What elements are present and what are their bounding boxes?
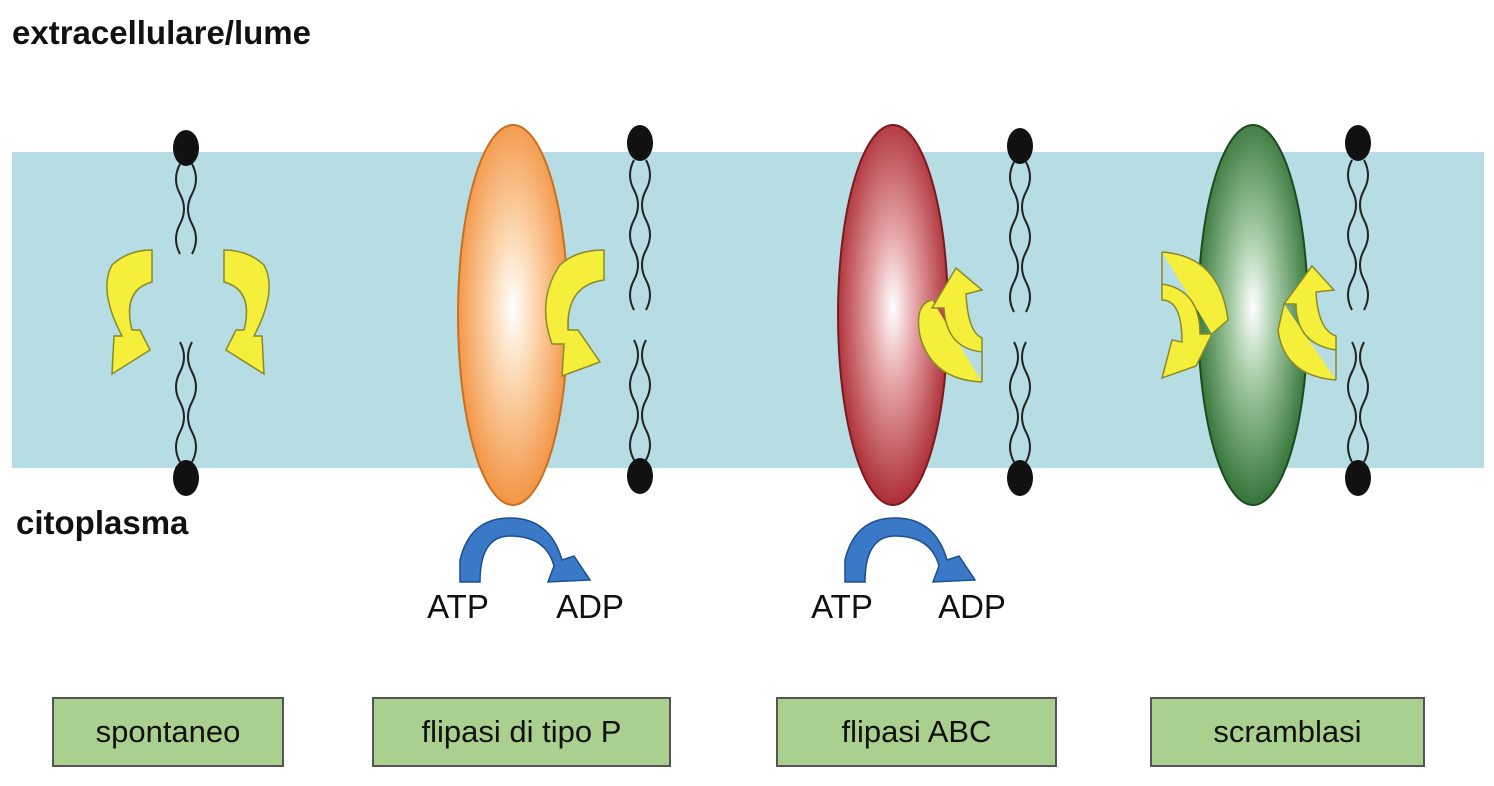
blue-arrow-atp <box>459 517 592 583</box>
lipid-bottom <box>173 341 199 496</box>
yellow-arrow-flip <box>544 249 605 378</box>
yellow-arrow-flop <box>917 266 984 383</box>
yellow-arrow-right <box>223 249 270 376</box>
lipid-top <box>173 130 199 255</box>
mechanism-box-abc-flippase: flipasi ABC <box>776 697 1057 767</box>
lipid-bottom <box>1345 341 1371 496</box>
lipid-top <box>1345 125 1371 311</box>
yellow-arrow-scramble-out <box>1277 264 1337 381</box>
lipid-top <box>627 125 653 311</box>
blue-arrow-atp <box>844 517 977 583</box>
mechanism-box-spontaneous: spontaneo <box>52 697 284 767</box>
atp-label: ATP <box>427 588 489 625</box>
mechanism-box-scramblase: scramblasi <box>1150 697 1425 767</box>
cytoplasm-label: citoplasma <box>16 504 189 541</box>
mechanism-box-p-flippase: flipasi di tipo P <box>372 697 671 767</box>
adp-label: ADP <box>938 588 1006 625</box>
extracellular-label: extracellulare/lume <box>12 14 311 51</box>
lipid-top <box>1007 128 1033 313</box>
lipid-bottom <box>1007 341 1033 496</box>
yellow-arrow-scramble-in <box>1160 251 1229 380</box>
yellow-arrow-left <box>106 249 153 376</box>
atp-label: ATP <box>811 588 873 625</box>
adp-label: ADP <box>556 588 624 625</box>
lipid-bottom <box>627 339 653 494</box>
